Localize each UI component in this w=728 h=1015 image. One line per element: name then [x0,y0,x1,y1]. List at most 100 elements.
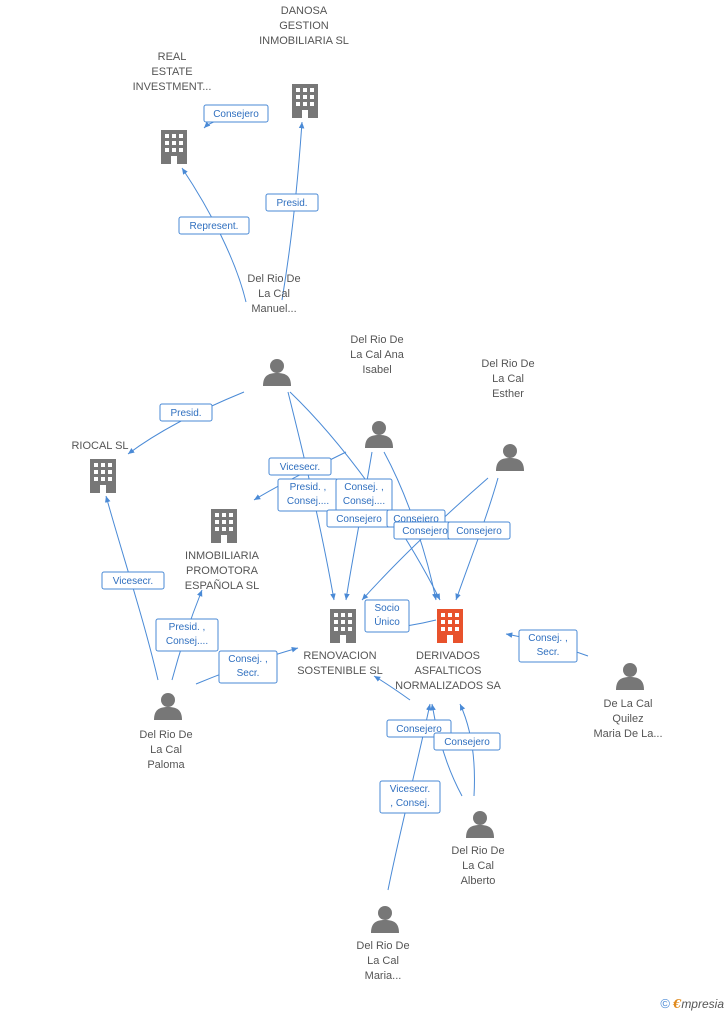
edge-label-text: Vicesecr. [113,576,153,587]
node-label-line: REAL [158,51,187,63]
edge-label-text: Presid. , [290,482,327,493]
edge-label-e13[interactable]: Vicesecr. [101,571,165,590]
edge-label-e10[interactable]: Consejero [393,521,457,540]
node-real[interactable]: REALESTATEINVESTMENT... [133,51,212,164]
node-label-line: La Cal [150,744,182,756]
node-riocal[interactable]: RIOCAL SL [71,440,129,493]
node-label-line: Del Rio De [139,729,192,741]
edge-label-e4[interactable]: Presid. [159,403,213,422]
edge-label-text: Consej.... [343,496,385,507]
node-label-line: Paloma [147,759,185,771]
edge-label-text: Consej. , [228,654,267,665]
edge-label-text: Presid. , [169,622,206,633]
edge-label-text: Consejero [396,724,442,735]
building-icon [90,459,116,493]
node-label-line: Del Rio De [247,273,300,285]
edge-label-text: , Consej. [390,798,429,809]
edge-label-box [364,599,410,633]
edge-label-e5[interactable]: Vicesecr. [268,457,332,476]
brand-logo-text: mpresia [681,997,724,1011]
node-label-line: Alberto [461,875,496,887]
edge-label-e7[interactable]: Consej. , Consej.... [335,478,393,512]
building-icon [292,84,318,118]
edge-label-text: Único [374,615,400,628]
person-icon [496,444,524,471]
edge-label-box [101,571,165,590]
edge-label-text: Vicesecr. [390,784,430,795]
person-icon [365,421,393,448]
edge-line-e17 [373,675,411,701]
edge-label-box [155,618,219,652]
edge-label-e18[interactable]: Consejero [433,732,501,751]
edge-line-e8 [344,451,373,601]
edge-label-text: Consej.... [166,636,208,647]
node-label-line: Del Rio De [481,358,534,370]
node-label-line: La Cal [462,860,494,872]
edge-label-text: Consejero [393,514,439,525]
edge-label-e15[interactable]: Consej. , Secr. [218,650,278,684]
node-label-line: Del Rio De [350,334,403,346]
person-icon [154,693,182,720]
node-label-line: Esther [492,388,524,400]
edge-label-e2[interactable]: Presid. [265,193,319,212]
edge-line-e5 [253,451,347,501]
node-label-line: NORMALIZADOS SA [395,680,501,692]
node-renovacion[interactable]: RENOVACION SOSTENIBLE SL [297,609,383,677]
edge-label-e3[interactable]: Represent. [178,216,250,235]
node-label-line: ESPAÑOLA SL [185,579,259,592]
edge-label-box [178,216,250,235]
edge-line-e10 [361,477,489,601]
edge-label-e14[interactable]: Presid. , Consej.... [155,618,219,652]
edge-labels-layer: ConsejeroPresid.Represent.Presid.Vicesec… [101,104,578,814]
edge-line-e3 [181,167,247,303]
edge-label-box [447,521,511,540]
edge-label-text: Consej. , [528,633,567,644]
node-label-line: Maria De La... [593,728,662,740]
edge-label-text: Secr. [537,647,560,658]
node-label-line: INMOBILIARIA SL [259,35,349,47]
edge-label-e6[interactable]: Presid. , Consej.... [277,478,339,512]
edge-label-text: Consej.... [287,496,329,507]
node-label-line: SOSTENIBLE SL [297,665,383,677]
node-label-line: ASFALTICOS [414,665,481,677]
building-icon [161,130,187,164]
edge-line-e4 [127,391,245,455]
edge-label-box [218,650,278,684]
edge-label-e1[interactable]: Consejero [203,104,269,123]
edge-line-e20 [430,703,463,797]
node-label-line: RENOVACION [303,650,376,662]
edge-label-box [203,104,269,123]
node-label-line: PROMOTORA [186,565,259,577]
person-icon [263,359,291,386]
node-label-line: Maria... [365,970,402,982]
brand-logo-initial: € [672,997,682,1011]
node-label-line: La Cal [492,373,524,385]
edge-label-e11[interactable]: Consejero [447,521,511,540]
edge-label-e8[interactable]: Consejero [326,509,392,528]
node-label-line: Del Rio De [356,940,409,952]
building-icon [330,609,356,643]
node-label-line: ESTATE [151,66,192,78]
node-label-line: GESTION [279,20,329,32]
edge-label-e19[interactable]: Vicesecr. , Consej. [379,780,441,814]
edge-label-e16[interactable]: Consej. , Secr. [518,629,578,663]
person-icon [616,663,644,690]
brand-footer[interactable]: ©€mpresia [660,996,724,1011]
edge-label-text: Consej. , [344,482,383,493]
node-label-line: Manuel... [251,303,296,315]
edge-label-text: Secr. [237,668,260,679]
edge-label-box [268,457,332,476]
edge-label-text: Socio [374,603,399,614]
